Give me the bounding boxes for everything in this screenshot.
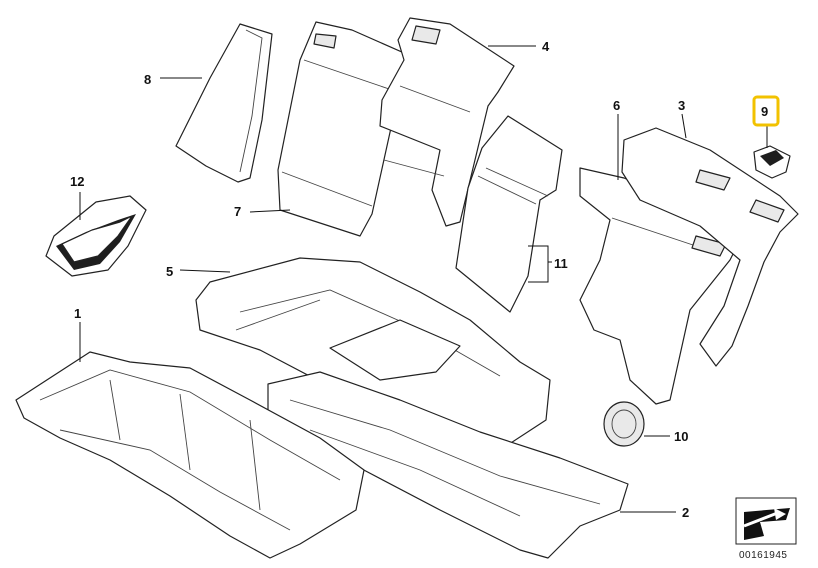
callout-9: 9 [761, 104, 768, 119]
part-1-seat-frame[interactable] [15, 351, 365, 559]
part-5-seat-cushion[interactable] [195, 257, 551, 457]
part-3-shelf-bracket[interactable] [621, 127, 799, 367]
part-8-side-panel[interactable] [175, 23, 273, 183]
callout-11: 11 [554, 256, 568, 271]
callout-6: 6 [613, 98, 620, 113]
part-6-backrest-right[interactable] [579, 167, 741, 405]
callout-10: 10 [674, 429, 688, 444]
callout-12: 12 [70, 174, 84, 189]
part-12-tray[interactable] [45, 195, 147, 277]
part-11-armrest-backrest[interactable] [455, 115, 563, 313]
part-4-backrest-frame[interactable] [379, 17, 515, 227]
callout-9-highlight [752, 95, 780, 127]
callout-5: 5 [166, 264, 173, 279]
part-7-backrest-left[interactable] [277, 21, 421, 237]
part-9-clip[interactable] [753, 145, 791, 179]
callout-8: 8 [144, 72, 151, 87]
callout-3: 3 [678, 98, 685, 113]
callout-2: 2 [682, 505, 689, 520]
part-10-pad[interactable] [603, 401, 645, 447]
callout-4: 4 [542, 39, 550, 54]
reference-number: 00161945 [739, 550, 788, 561]
direction-arrow-icon [735, 497, 797, 545]
leader-lines [79, 45, 768, 513]
callout-labels: 1 2 3 4 5 6 7 8 9 10 11 12 [70, 39, 780, 520]
callout-1: 1 [74, 306, 81, 321]
callout-7: 7 [234, 204, 241, 219]
